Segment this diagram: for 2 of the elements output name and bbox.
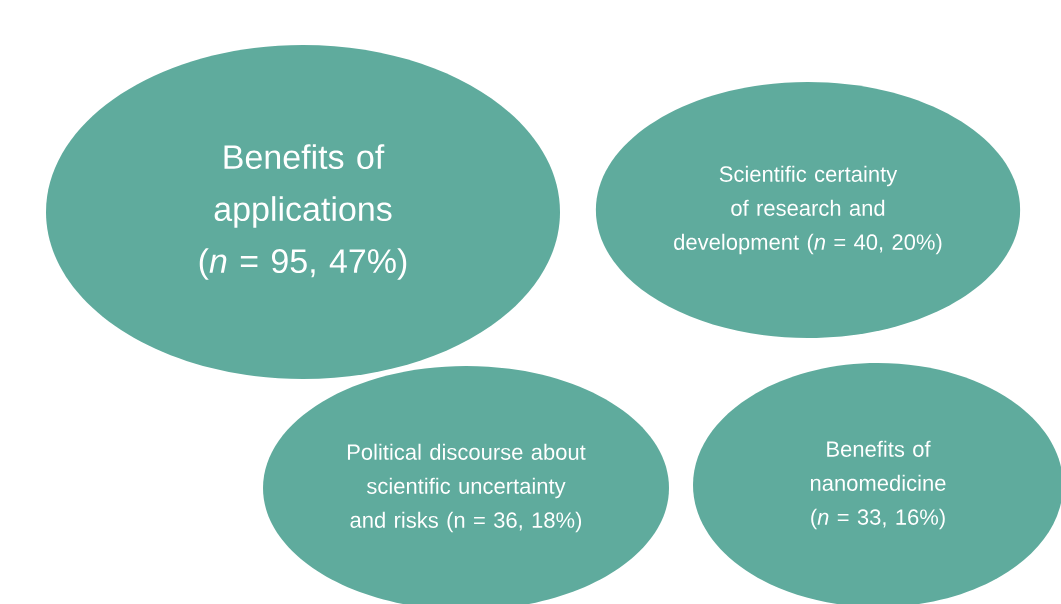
oval: Scientific certainty of research and development (n = 40, 20%) <box>595 82 1021 338</box>
oval: Benefits of applications (n = 95, 47%) <box>46 45 560 379</box>
